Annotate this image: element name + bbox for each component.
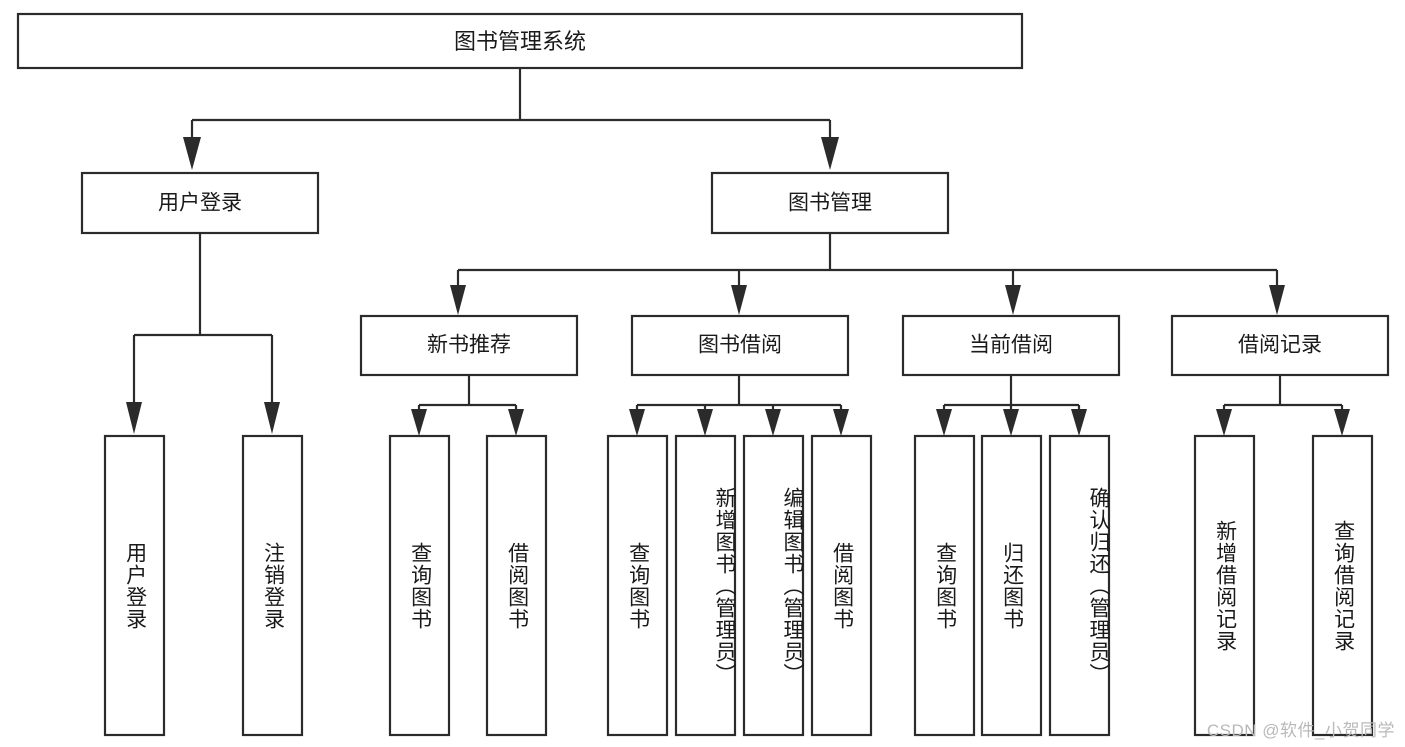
book-borrow-box[interactable]	[630, 314, 850, 377]
arrow-head-leaf-borrow-book-2	[833, 409, 849, 436]
node-book-management[interactable]: 图书管理	[710, 171, 950, 235]
node-new-book-recommend[interactable]: 新书推荐	[359, 314, 579, 377]
node-user-login[interactable]: 用户登录	[80, 171, 320, 235]
leaf-query-record-box[interactable]	[1311, 434, 1374, 737]
arrow-head-leaf-confirm-return	[1071, 409, 1087, 436]
arrow-head-leaf-logout-login	[264, 402, 280, 434]
arrow-head-leaf-borrow-book-1	[508, 409, 524, 436]
leaf-logout-login-box[interactable]	[241, 434, 304, 737]
csdn-watermark: CSDN @软件_小贺同学	[1206, 721, 1395, 740]
book-management-box[interactable]	[710, 171, 950, 235]
user-login-label: 用户登录	[158, 192, 242, 215]
leaf-query-book-3-box[interactable]	[913, 434, 976, 737]
leaf-add-record-box[interactable]	[1193, 434, 1256, 737]
connector-group	[126, 68, 1350, 436]
leaf-user-login-box[interactable]	[103, 434, 166, 737]
leaf-edit-book-box[interactable]	[742, 434, 805, 737]
arrow-head-current-borrow	[1005, 285, 1021, 315]
leaf-borrow-book-1-box[interactable]	[485, 434, 548, 737]
arrow-head-user-login	[183, 137, 201, 170]
new-book-recommend-label: 新书推荐	[427, 334, 511, 357]
arrow-head-borrow-record	[1269, 285, 1285, 315]
leaf-borrow-book-2-box[interactable]	[810, 434, 873, 737]
borrow-record-label: 借阅记录	[1238, 334, 1322, 357]
leaf-box-group	[103, 434, 1374, 737]
user-login-box[interactable]	[80, 171, 320, 235]
book-borrow-label: 图书借阅	[698, 334, 782, 357]
arrow-head-leaf-add-record	[1216, 409, 1232, 436]
book-management-label: 图书管理	[788, 192, 872, 215]
leaf-confirm-return-box[interactable]	[1048, 434, 1111, 737]
arrow-head-leaf-user-login	[126, 402, 142, 434]
arrow-head-book-borrow	[731, 285, 747, 315]
node-current-borrow[interactable]: 当前借阅	[901, 314, 1121, 377]
leaf-query-book-1-box[interactable]	[388, 434, 451, 737]
current-borrow-label: 当前借阅	[969, 334, 1053, 357]
arrow-head-new-book-recommend	[450, 285, 466, 315]
arrow-head-book-management	[821, 137, 839, 170]
arrow-head-leaf-edit-book	[765, 409, 781, 436]
new-book-recommend-box[interactable]	[359, 314, 579, 377]
root-box[interactable]	[16, 12, 1024, 70]
borrow-record-box[interactable]	[1170, 314, 1390, 377]
arrow-head-leaf-query-book-3	[936, 409, 952, 436]
arrow-head-leaf-add-book	[697, 409, 713, 436]
current-borrow-box[interactable]	[901, 314, 1121, 377]
arrow-head-leaf-query-book-2	[629, 409, 645, 436]
arrow-head-leaf-query-book-1	[411, 409, 427, 436]
leaf-add-book-box[interactable]	[674, 434, 737, 737]
root-label: 图书管理系统	[454, 29, 586, 54]
node-borrow-record[interactable]: 借阅记录	[1170, 314, 1390, 377]
node-book-borrow[interactable]: 图书借阅	[630, 314, 850, 377]
node-root[interactable]: 图书管理系统	[16, 12, 1024, 70]
arrow-head-leaf-return-book	[1003, 409, 1019, 436]
leaf-return-book-box[interactable]	[980, 434, 1043, 737]
arrow-head-leaf-query-record	[1334, 409, 1350, 436]
leaf-query-book-2-box[interactable]	[606, 434, 669, 737]
